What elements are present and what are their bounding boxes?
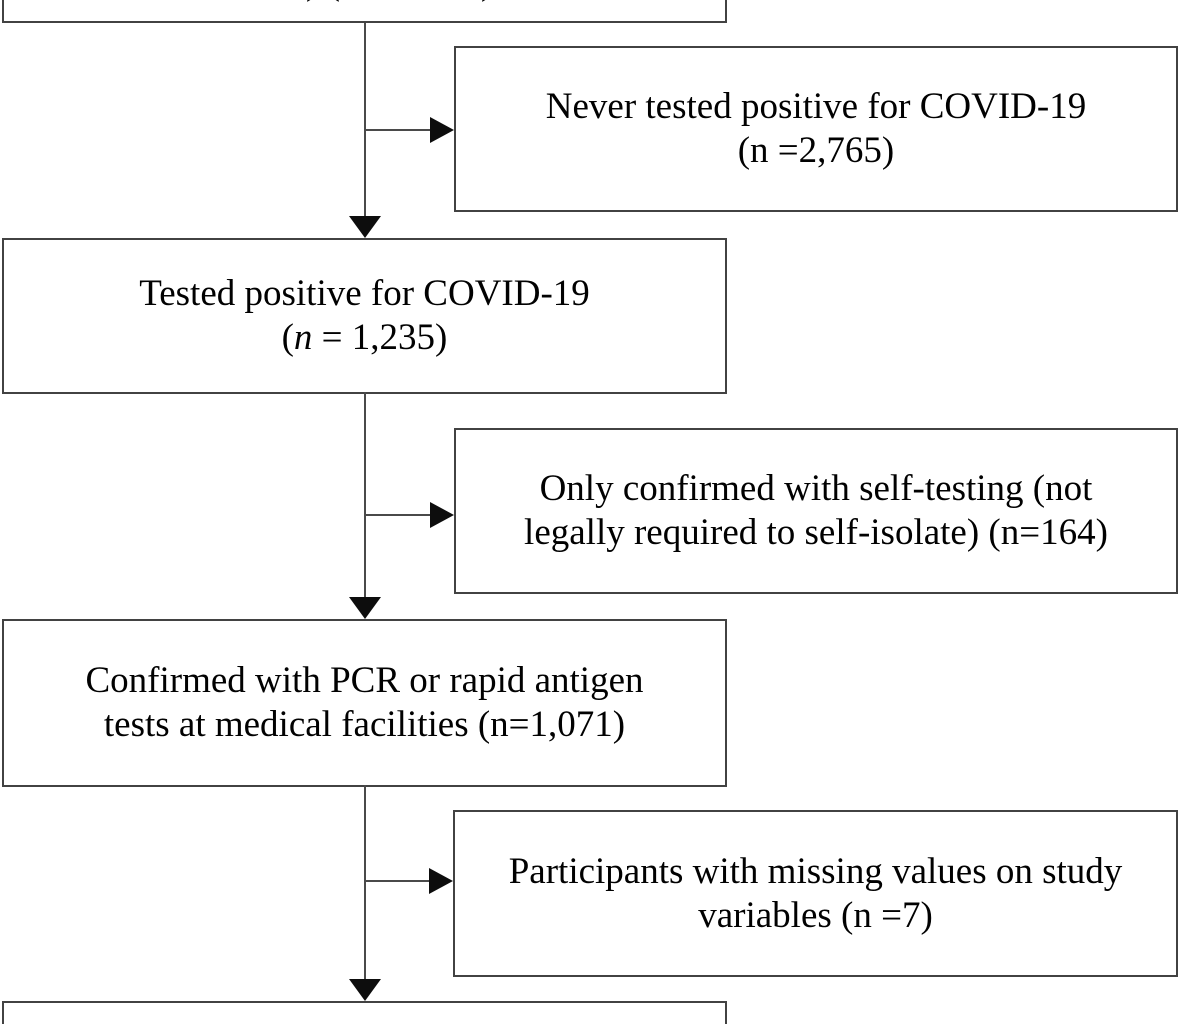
box-tested-positive-label: Tested positive for COVID-19(n = 1,235) — [139, 273, 590, 358]
box-never-tested-label: Never tested positive for COVID-19(n =2,… — [545, 86, 1087, 171]
arrowhead-down-final — [349, 979, 381, 1001]
connector-branch-self-testing — [364, 514, 430, 516]
arrowhead-right-missing-values — [429, 868, 453, 894]
box-missing-values-label: Participants with missing values on stud… — [508, 850, 1123, 936]
connector-pcr-to-final — [364, 785, 366, 979]
box-top-partial-label: ) (n = 4,000) — [306, 0, 493, 5]
arrowhead-down-pcr — [349, 597, 381, 619]
connector-branch-missing-values — [364, 880, 429, 882]
connector-tested-to-pcr — [364, 392, 366, 597]
connector-top-to-tested — [364, 23, 366, 216]
connector-branch-never-tested — [364, 129, 430, 131]
arrowhead-down-tested — [349, 216, 381, 238]
arrowhead-right-self-testing — [430, 502, 454, 528]
box-never-tested: Never tested positive for COVID-19(n =2,… — [454, 46, 1178, 212]
arrowhead-right-never-tested — [430, 117, 454, 143]
box-bottom-partial — [2, 1001, 727, 1024]
box-missing-values: Participants with missing values on stud… — [453, 810, 1178, 977]
box-top-partial: ) (n = 4,000) — [2, 0, 727, 23]
box-tested-positive: Tested positive for COVID-19(n = 1,235) — [2, 238, 727, 394]
